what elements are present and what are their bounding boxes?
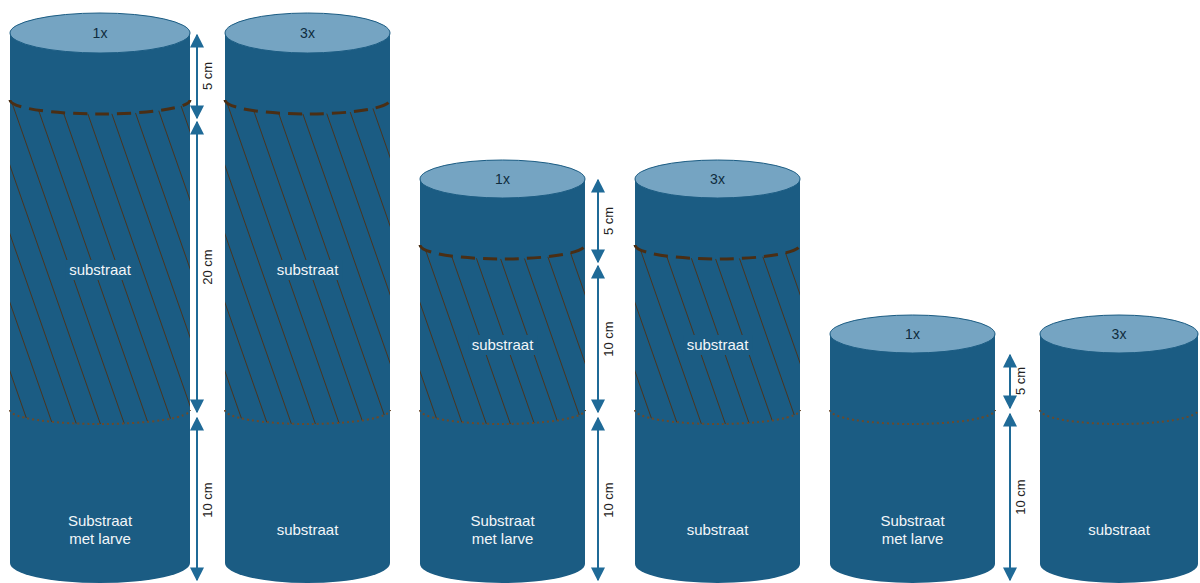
cylinder-shape xyxy=(1040,315,1198,583)
dotted-line xyxy=(10,410,190,424)
dimension-label: 5 cm xyxy=(1014,367,1028,395)
count-label: 1x xyxy=(495,171,510,188)
dashed-line xyxy=(635,245,800,259)
cylinder: 3x substraat xyxy=(1040,315,1198,583)
dotted-line xyxy=(420,410,585,424)
cylinder-body xyxy=(10,33,190,583)
dashed-line xyxy=(420,245,585,259)
cylinder-top xyxy=(830,315,995,353)
dashed-line xyxy=(10,100,190,114)
dimension-label: 10 cm xyxy=(602,482,616,517)
dimension-arrow xyxy=(597,180,599,262)
layer-label: substraat xyxy=(273,260,343,280)
cylinder-body xyxy=(635,179,800,583)
cylinder-body xyxy=(420,179,585,583)
dotted-line xyxy=(225,410,390,424)
cylinder-top xyxy=(420,160,585,198)
dimension-label: 10 cm xyxy=(602,321,616,356)
cylinder: 1x substraatSubstraat met larve xyxy=(420,160,585,583)
cylinder: 3x substraat substraat xyxy=(635,160,800,583)
layer-label: substraat xyxy=(1075,521,1163,539)
layer-label: substraat xyxy=(683,335,753,355)
hatching xyxy=(350,240,660,440)
cylinder-shape xyxy=(10,13,190,583)
dotted-line xyxy=(635,410,800,424)
dotted-line xyxy=(1040,410,1198,424)
hatching xyxy=(565,240,875,440)
cylinder-top xyxy=(10,13,190,53)
layer-label: Substraat met larve xyxy=(56,512,144,548)
cylinder: 3x substraat substraat xyxy=(225,13,390,583)
cylinder-top xyxy=(635,160,800,198)
cylinder: 1xSubstraat met larve xyxy=(830,315,995,583)
dimension-label: 5 cm xyxy=(602,207,616,235)
dimension-arrow xyxy=(597,266,599,412)
count-label: 1x xyxy=(905,326,920,343)
layer-label: Substraat met larve xyxy=(869,512,957,548)
dimension-arrow xyxy=(1009,355,1011,408)
dimension-label: 5 cm xyxy=(201,62,215,90)
cylinder-body xyxy=(1040,334,1198,583)
cylinder-shape xyxy=(225,13,390,583)
layer-label: substraat xyxy=(264,521,352,539)
cylinder-body xyxy=(830,334,995,583)
dimension-arrow xyxy=(196,418,198,580)
dimension-arrow xyxy=(196,35,198,118)
count-label: 3x xyxy=(300,25,315,42)
dimension-label: 20 cm xyxy=(201,249,215,284)
layer-label: substraat xyxy=(674,521,762,539)
cylinder-shape xyxy=(635,160,800,583)
cylinder-top xyxy=(225,13,390,53)
count-label: 1x xyxy=(93,25,108,42)
count-label: 3x xyxy=(710,171,725,188)
layer-label: Substraat met larve xyxy=(459,512,547,548)
dashed-line xyxy=(225,100,390,114)
dotted-line xyxy=(830,410,995,424)
dimension-arrow xyxy=(597,418,599,580)
layer-label: substraat xyxy=(65,260,135,280)
layer-label: substraat xyxy=(468,335,538,355)
dimension-label: 10 cm xyxy=(201,482,215,517)
dimension-label: 10 cm xyxy=(1014,479,1028,514)
cylinder-body xyxy=(225,33,390,583)
dimension-arrow xyxy=(1009,414,1011,580)
count-label: 3x xyxy=(1112,326,1127,343)
dimension-arrow xyxy=(196,122,198,412)
cylinder: 1x substraatSubstraat met larve xyxy=(10,13,190,583)
cylinder-top xyxy=(1040,315,1198,353)
